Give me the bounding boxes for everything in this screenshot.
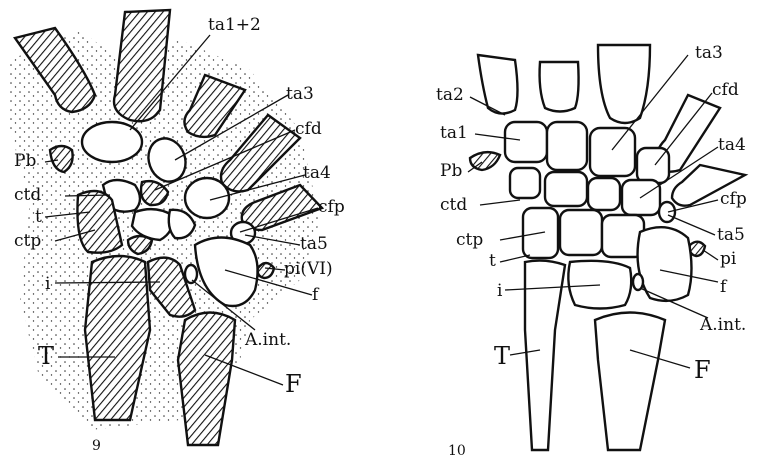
fig10-label-ta4: ta4 [718, 135, 746, 155]
digit-ta1-finger [540, 62, 579, 112]
fig9-label-pi-VI: pi(VI) [284, 259, 333, 279]
fig9-label-f: f [312, 285, 320, 305]
carpal-ta2-carpal [547, 122, 587, 170]
figure-9: ta1+2 ta3 cfd ta4 cfp ta5 pi(VI) f A.int… [10, 10, 345, 454]
carpal-c-mid-1 [545, 172, 587, 206]
fig9-label-ta4: ta4 [303, 163, 331, 183]
fig10-label-Pb: Pb [440, 161, 462, 181]
fig10-label-cfp: cfp [720, 189, 747, 209]
fig9-number: 9 [92, 438, 101, 454]
carpal-ctd [510, 168, 540, 198]
fig10-label-pi: pi [720, 249, 737, 269]
carpal-ta3-carpal [590, 128, 635, 176]
carpal-c-mid-2 [588, 178, 620, 210]
fig9-label-T: T [38, 342, 54, 370]
fig9-label-ta3: ta3 [286, 84, 314, 104]
digit-1-2 [114, 10, 170, 121]
A-int-foramen [185, 265, 197, 283]
fig10-label-ta1: ta1 [440, 123, 468, 143]
figure-10: ta3 ta2 cfd ta1 ta4 Pb ctd cfp ctp ta5 t… [436, 43, 747, 458]
bone-F [178, 313, 235, 446]
carpal-ta1 [505, 122, 547, 162]
fig9-label-t: t [35, 207, 42, 227]
bone-F [595, 313, 665, 451]
carpal-ta4 [185, 178, 229, 218]
A-int-foramen [633, 274, 643, 290]
fig10-label-ctd: ctd [440, 195, 467, 215]
fig9-label-F: F [285, 370, 302, 398]
pisiform-pi [690, 242, 705, 256]
fig9-label-A-int: A.int. [244, 330, 291, 350]
fig9-label-cfp: cfp [318, 197, 345, 217]
fig9-label-ctp: ctp [14, 231, 41, 251]
carpal-ta1-2 [82, 122, 142, 162]
fig9-label-Pb: Pb [14, 151, 36, 171]
fig10-label-T: T [494, 342, 510, 370]
carpal-c-low-1 [560, 210, 602, 255]
fig10-label-F: F [694, 356, 711, 384]
fig10-label-ta3: ta3 [695, 43, 723, 63]
carpal-ta5 [659, 202, 675, 222]
fig10-label-ta2: ta2 [436, 85, 464, 105]
fig10-label-ctp: ctp [456, 230, 483, 250]
fig10-label-A-int: A.int. [699, 315, 746, 335]
fig10-label-cfd: cfd [712, 80, 739, 100]
fig10-label-t: t [489, 251, 496, 271]
fig9-label-cfd: cfd [295, 119, 322, 139]
fig10-number: 10 [448, 443, 466, 458]
fig9-label-i: i [45, 274, 51, 294]
fig9-label-ctd: ctd [14, 185, 41, 205]
pisiform-pi [258, 263, 274, 278]
fig10-label-i: i [497, 281, 503, 301]
fig10-label-ta5: ta5 [717, 225, 745, 245]
fig9-label-ta1-2: ta1+2 [208, 15, 261, 35]
fig10-label-f: f [720, 277, 728, 297]
fig9-label-ta5: ta5 [300, 234, 328, 254]
